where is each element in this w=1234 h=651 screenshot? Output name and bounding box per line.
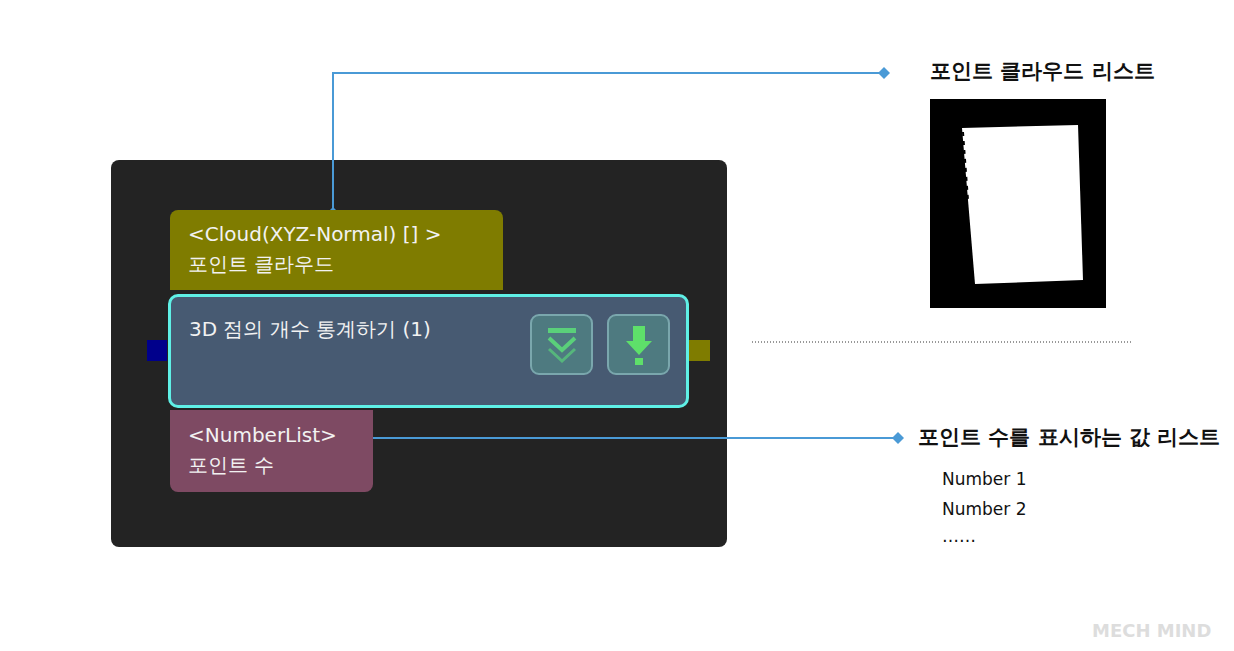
leader-line [362, 437, 898, 439]
separator-line [752, 342, 1132, 343]
callout-title: 포인트 수를 표시하는 값 리스트 [918, 423, 1220, 451]
callout-title: 포인트 클라우드 리스트 [930, 57, 1155, 85]
list-item: Number 2 [942, 499, 1027, 519]
point-cloud-shape [962, 125, 1083, 284]
process-box: 3D 점의 개수 통계하기 (1) [168, 294, 689, 408]
point-cloud-image [930, 99, 1106, 308]
leader-dot [892, 432, 904, 444]
point-cloud-gap [963, 132, 968, 200]
leader-dot [878, 67, 890, 79]
list-item: Number 1 [942, 469, 1027, 489]
leader-line [333, 73, 884, 213]
watermark: MECH MIND [1092, 620, 1211, 641]
input-port-box: <Cloud(XYZ-Normal) [] >포인트 클라우드 [170, 210, 503, 290]
node-title: <NumberList> [188, 420, 373, 450]
list-ellipsis: …… [942, 526, 976, 546]
node-panel [111, 160, 727, 547]
input-port [147, 340, 167, 361]
node-subtitle: 포인트 클라우드 [188, 249, 503, 279]
node-title: 3D 점의 개수 통계하기 (1) [189, 314, 686, 344]
node-subtitle: 포인트 수 [188, 450, 373, 480]
output-port-box: <NumberList>포인트 수 [170, 410, 373, 492]
output-port [689, 340, 710, 361]
node-title: <Cloud(XYZ-Normal) [] > [188, 219, 503, 249]
